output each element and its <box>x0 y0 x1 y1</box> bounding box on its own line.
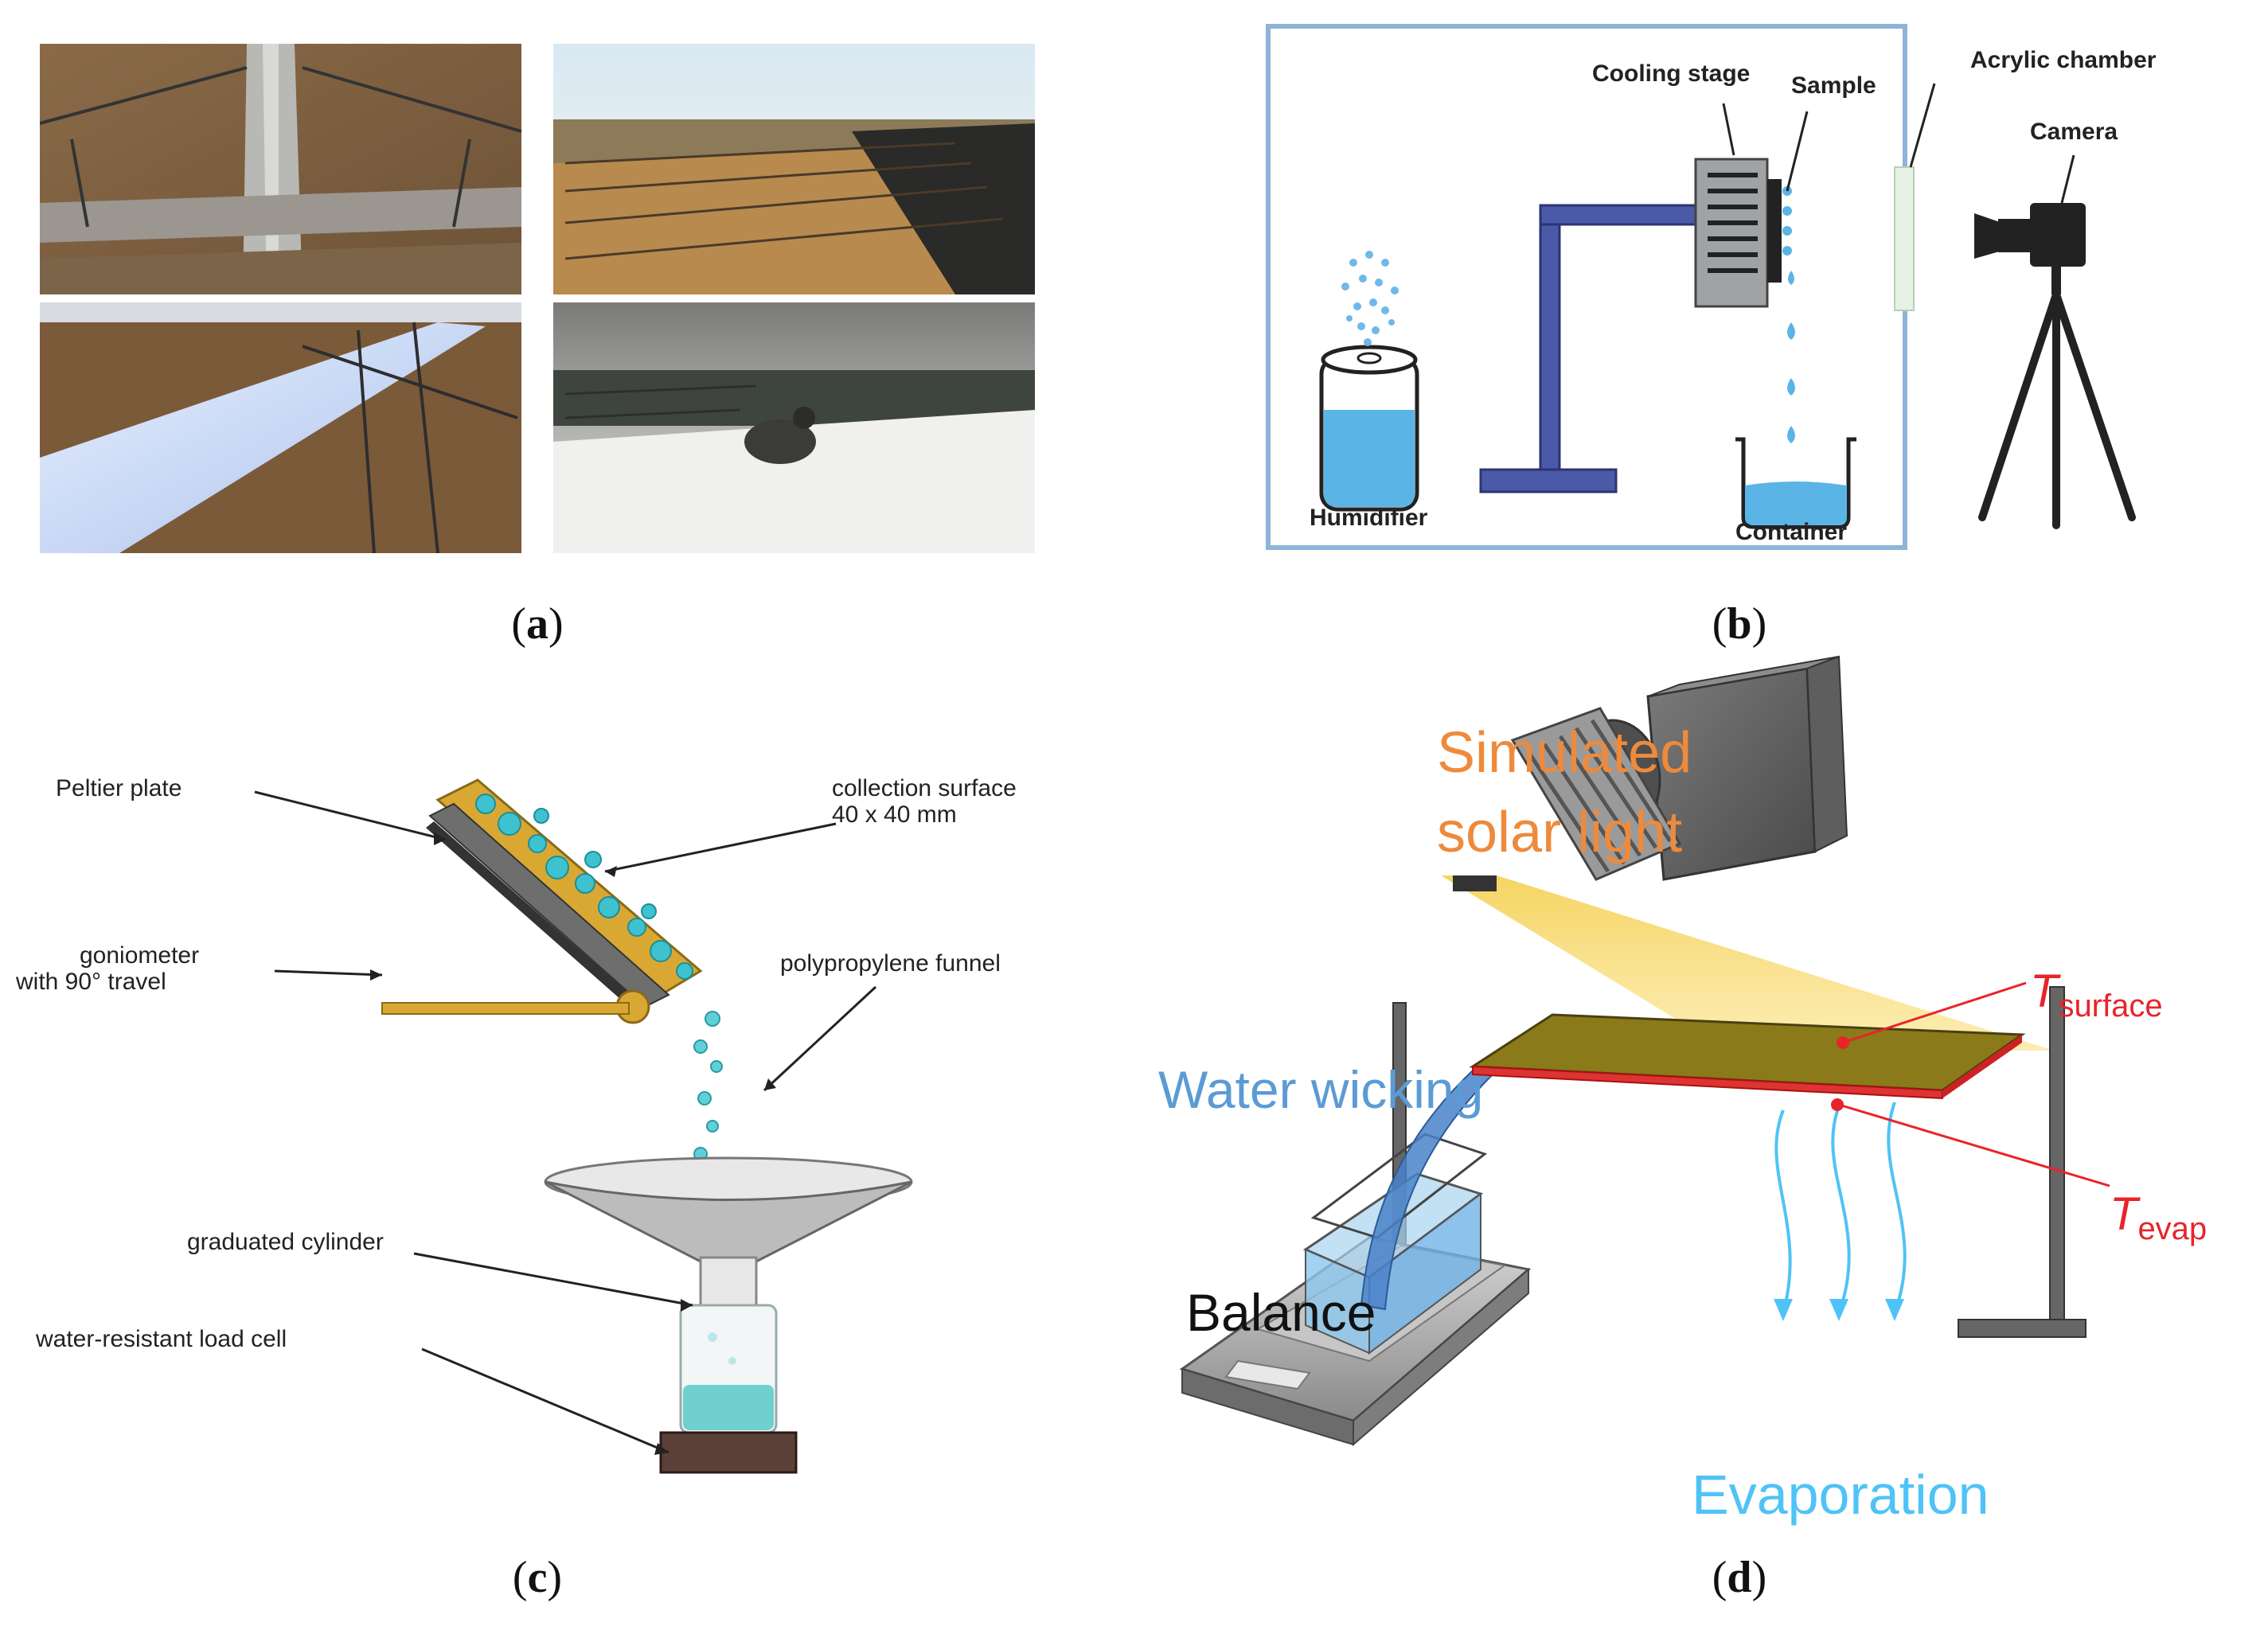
solar-lamp <box>1453 655 1848 891</box>
panel-d-illustration: Simulated solar light Water wicking Bala… <box>1158 655 2207 1526</box>
caption-d: (d) <box>1712 1553 1767 1602</box>
panel-c-diagram: Peltier plate collection surface 40 x 40… <box>0 732 1130 1496</box>
sample-plate <box>1469 1013 2026 1100</box>
label-graduated-cylinder: graduated cylinder <box>187 1229 384 1255</box>
sample-droplets <box>1782 186 1795 443</box>
label-solar-light: solar light <box>1437 801 1682 864</box>
graduated-cylinder <box>679 1304 778 1434</box>
panel-d-diagram: Simulated solar light Water wicking Bala… <box>1154 653 2268 1536</box>
camera-tripod <box>1974 203 2136 529</box>
caption-a: (a) <box>511 599 564 649</box>
panel-b-illustration: Cooling stage Sample Acrylic chamber Cam… <box>1266 24 2157 550</box>
photo-bottom-right <box>553 302 1035 553</box>
acrylic-window <box>1894 166 1915 311</box>
container-beaker <box>1735 437 1856 529</box>
label-water-wicking: Water wicking <box>1158 1060 1483 1119</box>
label-funnel: polypropylene funnel <box>780 950 1001 977</box>
panel-c-illustration: Peltier plate collection surface 40 x 40… <box>15 775 1017 1474</box>
panel-b-diagram: Cooling stage Sample Acrylic chamber Cam… <box>1266 24 2205 557</box>
label-goniometer: goniometer <box>80 942 199 969</box>
label-acrylic-chamber: Acrylic chamber <box>1970 47 2157 73</box>
peltier-plate-assembly <box>381 778 703 1024</box>
label-goniometer-travel: with 90° travel <box>15 969 166 995</box>
evaporation-arrows <box>1774 1102 1907 1314</box>
temperature-markers <box>1838 981 2110 1187</box>
label-balance: Balance <box>1186 1283 1376 1342</box>
panel-a-illustration <box>39 44 1035 554</box>
load-cell <box>659 1431 798 1474</box>
light-beam <box>1441 875 2054 1051</box>
photo-bottom-left <box>40 302 521 554</box>
stand <box>1479 204 1701 493</box>
photo-top-left <box>39 44 522 294</box>
photo-top-right <box>553 44 1035 294</box>
label-sample: Sample <box>1791 72 1876 99</box>
caption-c: (c) <box>512 1553 563 1602</box>
panel-a-photos <box>39 44 1035 554</box>
label-cooling-stage: Cooling stage <box>1592 60 1750 87</box>
caption-b: (b) <box>1712 599 1767 649</box>
label-container: Container <box>1735 519 1847 545</box>
label-peltier-plate: Peltier plate <box>56 775 182 801</box>
label-collection-size: 40 x 40 mm <box>832 801 957 828</box>
humidifier <box>1319 251 1419 512</box>
label-evaporation: Evaporation <box>1692 1464 1989 1526</box>
cooling-stage <box>1694 158 1782 308</box>
funnel <box>544 1156 913 1315</box>
label-t-surface: Tsurface <box>2030 965 2163 1024</box>
label-camera: Camera <box>2030 119 2118 145</box>
label-t-evap: Tevap <box>2110 1188 2207 1246</box>
label-load-cell: water-resistant load cell <box>35 1326 287 1352</box>
label-collection-surface: collection surface <box>832 775 1017 801</box>
label-humidifier: Humidifier <box>1310 505 1428 531</box>
label-simulated: Simulated <box>1437 721 1692 785</box>
